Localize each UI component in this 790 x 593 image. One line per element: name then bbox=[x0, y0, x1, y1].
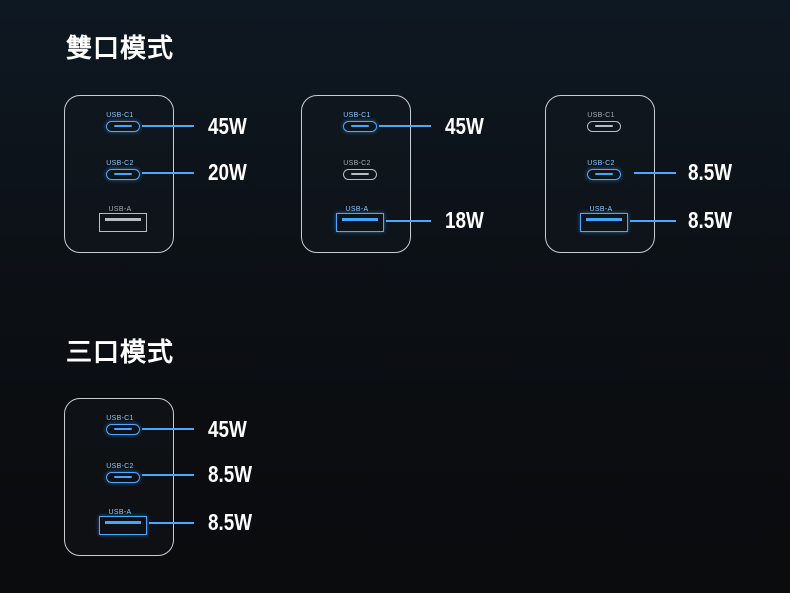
watt-label-a: 8.5W bbox=[688, 207, 733, 233]
port-label-usb-c1: USB-C1 bbox=[106, 112, 134, 119]
connector-line bbox=[634, 172, 676, 174]
port-label-usb-c2: USB-C2 bbox=[587, 160, 615, 167]
port-label-usb-c1: USB-C1 bbox=[343, 112, 371, 119]
port-label-usb-c2: USB-C2 bbox=[106, 160, 134, 167]
watt-label-a: 8.5W bbox=[208, 509, 253, 535]
charger-dual-1: USB-C1 USB-C2 USB-A bbox=[64, 95, 174, 253]
usb-a-port-icon bbox=[99, 516, 147, 535]
connector-line bbox=[142, 172, 194, 174]
usb-c2-port-icon bbox=[343, 169, 377, 180]
usb-a-port-icon bbox=[336, 213, 384, 232]
usb-c2-port-icon bbox=[106, 169, 140, 180]
connector-line bbox=[142, 474, 194, 476]
port-label-usb-c1: USB-C1 bbox=[587, 112, 615, 119]
connector-line bbox=[379, 125, 431, 127]
port-label-usb-c2: USB-C2 bbox=[106, 463, 134, 470]
connector-line bbox=[142, 125, 194, 127]
port-label-usb-a: USB-A bbox=[345, 206, 369, 213]
usb-c1-port-icon bbox=[343, 121, 377, 132]
port-label-usb-a: USB-A bbox=[108, 206, 132, 213]
usb-c2-port-icon bbox=[587, 169, 621, 180]
connector-line bbox=[149, 522, 194, 524]
connector-line bbox=[386, 220, 431, 222]
watt-label-c1: 45W bbox=[208, 416, 247, 442]
watt-label-c2: 20W bbox=[208, 159, 247, 185]
usb-c1-port-icon bbox=[587, 121, 621, 132]
charger-dual-2: USB-C1 USB-C2 USB-A bbox=[301, 95, 411, 253]
connector-line bbox=[630, 220, 676, 222]
port-label-usb-a: USB-A bbox=[589, 206, 613, 213]
watt-label-c2: 8.5W bbox=[688, 159, 733, 185]
triple-port-mode-title: 三口模式 bbox=[66, 338, 175, 368]
charger-dual-3: USB-C1 USB-C2 USB-A bbox=[545, 95, 655, 253]
usb-c2-port-icon bbox=[106, 472, 140, 483]
charger-triple-1: USB-C1 USB-C2 USB-A bbox=[64, 398, 174, 556]
port-label-usb-c2: USB-C2 bbox=[343, 160, 371, 167]
dual-port-mode-title: 雙口模式 bbox=[66, 34, 175, 64]
watt-label-c1: 45W bbox=[208, 113, 247, 139]
usb-a-port-icon bbox=[99, 213, 147, 232]
usb-c1-port-icon bbox=[106, 121, 140, 132]
port-label-usb-c1: USB-C1 bbox=[106, 415, 134, 422]
port-label-usb-a: USB-A bbox=[108, 509, 132, 516]
usb-a-port-icon bbox=[580, 213, 628, 232]
usb-c1-port-icon bbox=[106, 424, 140, 435]
watt-label-c2: 8.5W bbox=[208, 461, 253, 487]
watt-label-a: 18W bbox=[445, 207, 484, 233]
watt-label-c1: 45W bbox=[445, 113, 484, 139]
connector-line bbox=[142, 428, 194, 430]
